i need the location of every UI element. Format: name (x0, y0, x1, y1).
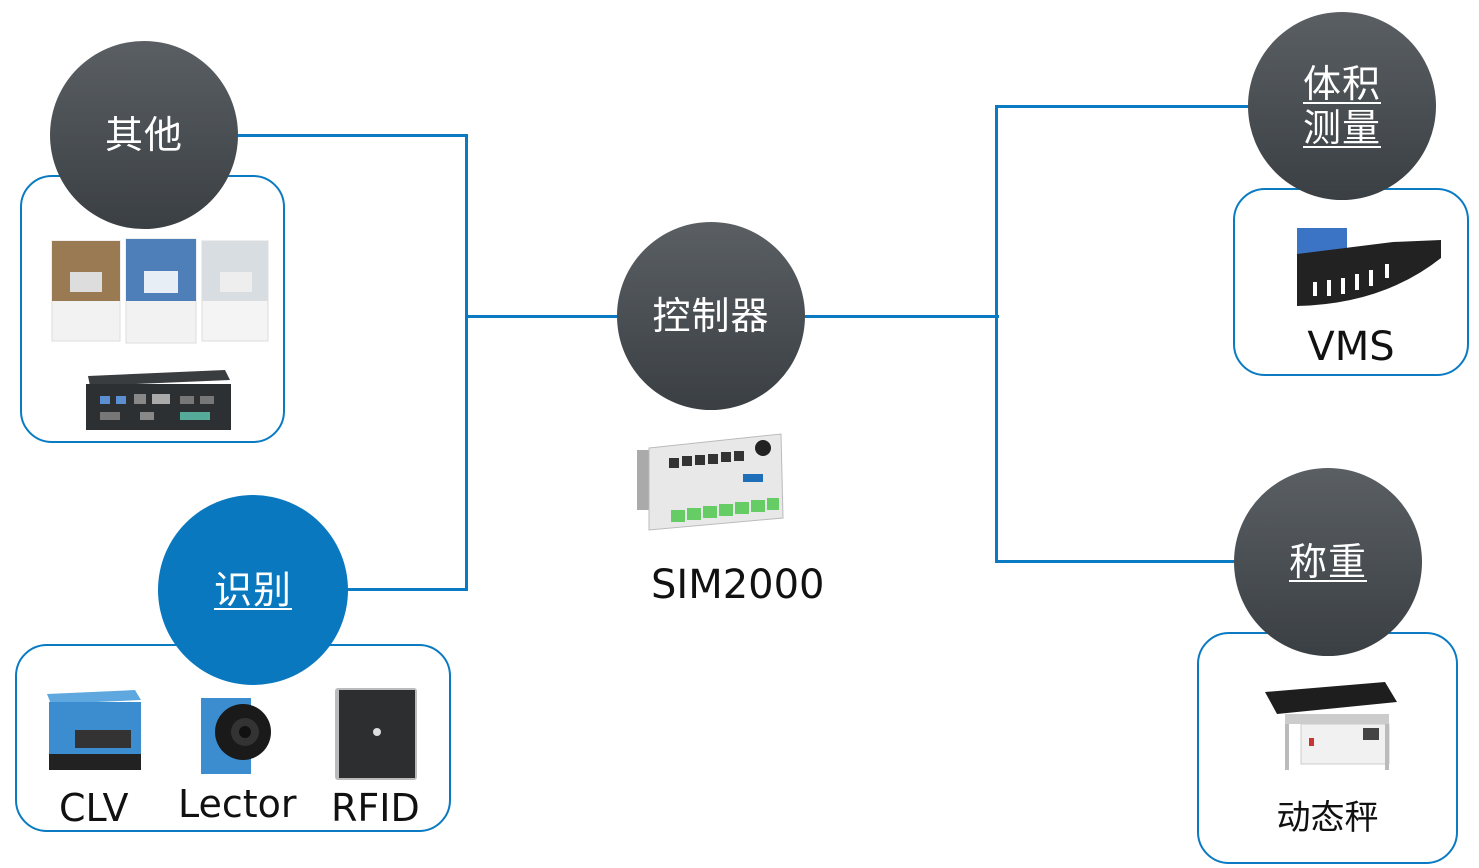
node-identification-title: 识别 (213, 568, 292, 612)
connector-right-center (803, 315, 999, 318)
product-label-dynamic-scale: 动态秤 (1276, 798, 1379, 838)
connector-left-center (465, 315, 620, 318)
vms-scanner-image (1297, 228, 1441, 306)
node-weighing[interactable]: 称重 (1234, 468, 1422, 656)
software-package-image (51, 238, 269, 344)
product-label-clv: CLV (59, 786, 129, 830)
node-other-title: 其他 (104, 113, 183, 157)
dynamic-scale-image (1265, 682, 1397, 770)
product-label-lector: Lector (178, 782, 297, 826)
connector-right-vertical (995, 105, 998, 563)
node-weighing-title: 称重 (1288, 540, 1367, 584)
industrial-pc-image (86, 370, 231, 430)
node-volume-title-line1: 体积 (1302, 62, 1381, 106)
node-controller-title: 控制器 (652, 294, 770, 338)
node-volume-title-line2: 测量 (1302, 106, 1381, 150)
connector-identification (340, 588, 468, 591)
volume-products-box: VMS (1233, 188, 1469, 376)
sim2000-controller-image (637, 433, 784, 531)
clv-scanner-image (47, 690, 141, 770)
controller-product-label: SIM2000 (651, 562, 825, 608)
connector-volume (995, 105, 1255, 108)
node-controller[interactable]: 控制器 (617, 222, 805, 410)
connector-left-vertical (465, 134, 468, 591)
product-label-vms: VMS (1307, 324, 1395, 370)
node-volume-measurement[interactable]: 体积 测量 (1248, 12, 1436, 200)
lector-camera-image (201, 698, 271, 774)
node-other[interactable]: 其他 (50, 41, 238, 229)
connector-weighing (995, 560, 1240, 563)
node-identification[interactable]: 识别 (158, 495, 348, 685)
weighing-products-box: 动态秤 (1197, 632, 1458, 864)
connector-other (236, 134, 468, 137)
rfid-reader-image (335, 688, 417, 780)
product-label-rfid: RFID (331, 786, 420, 830)
